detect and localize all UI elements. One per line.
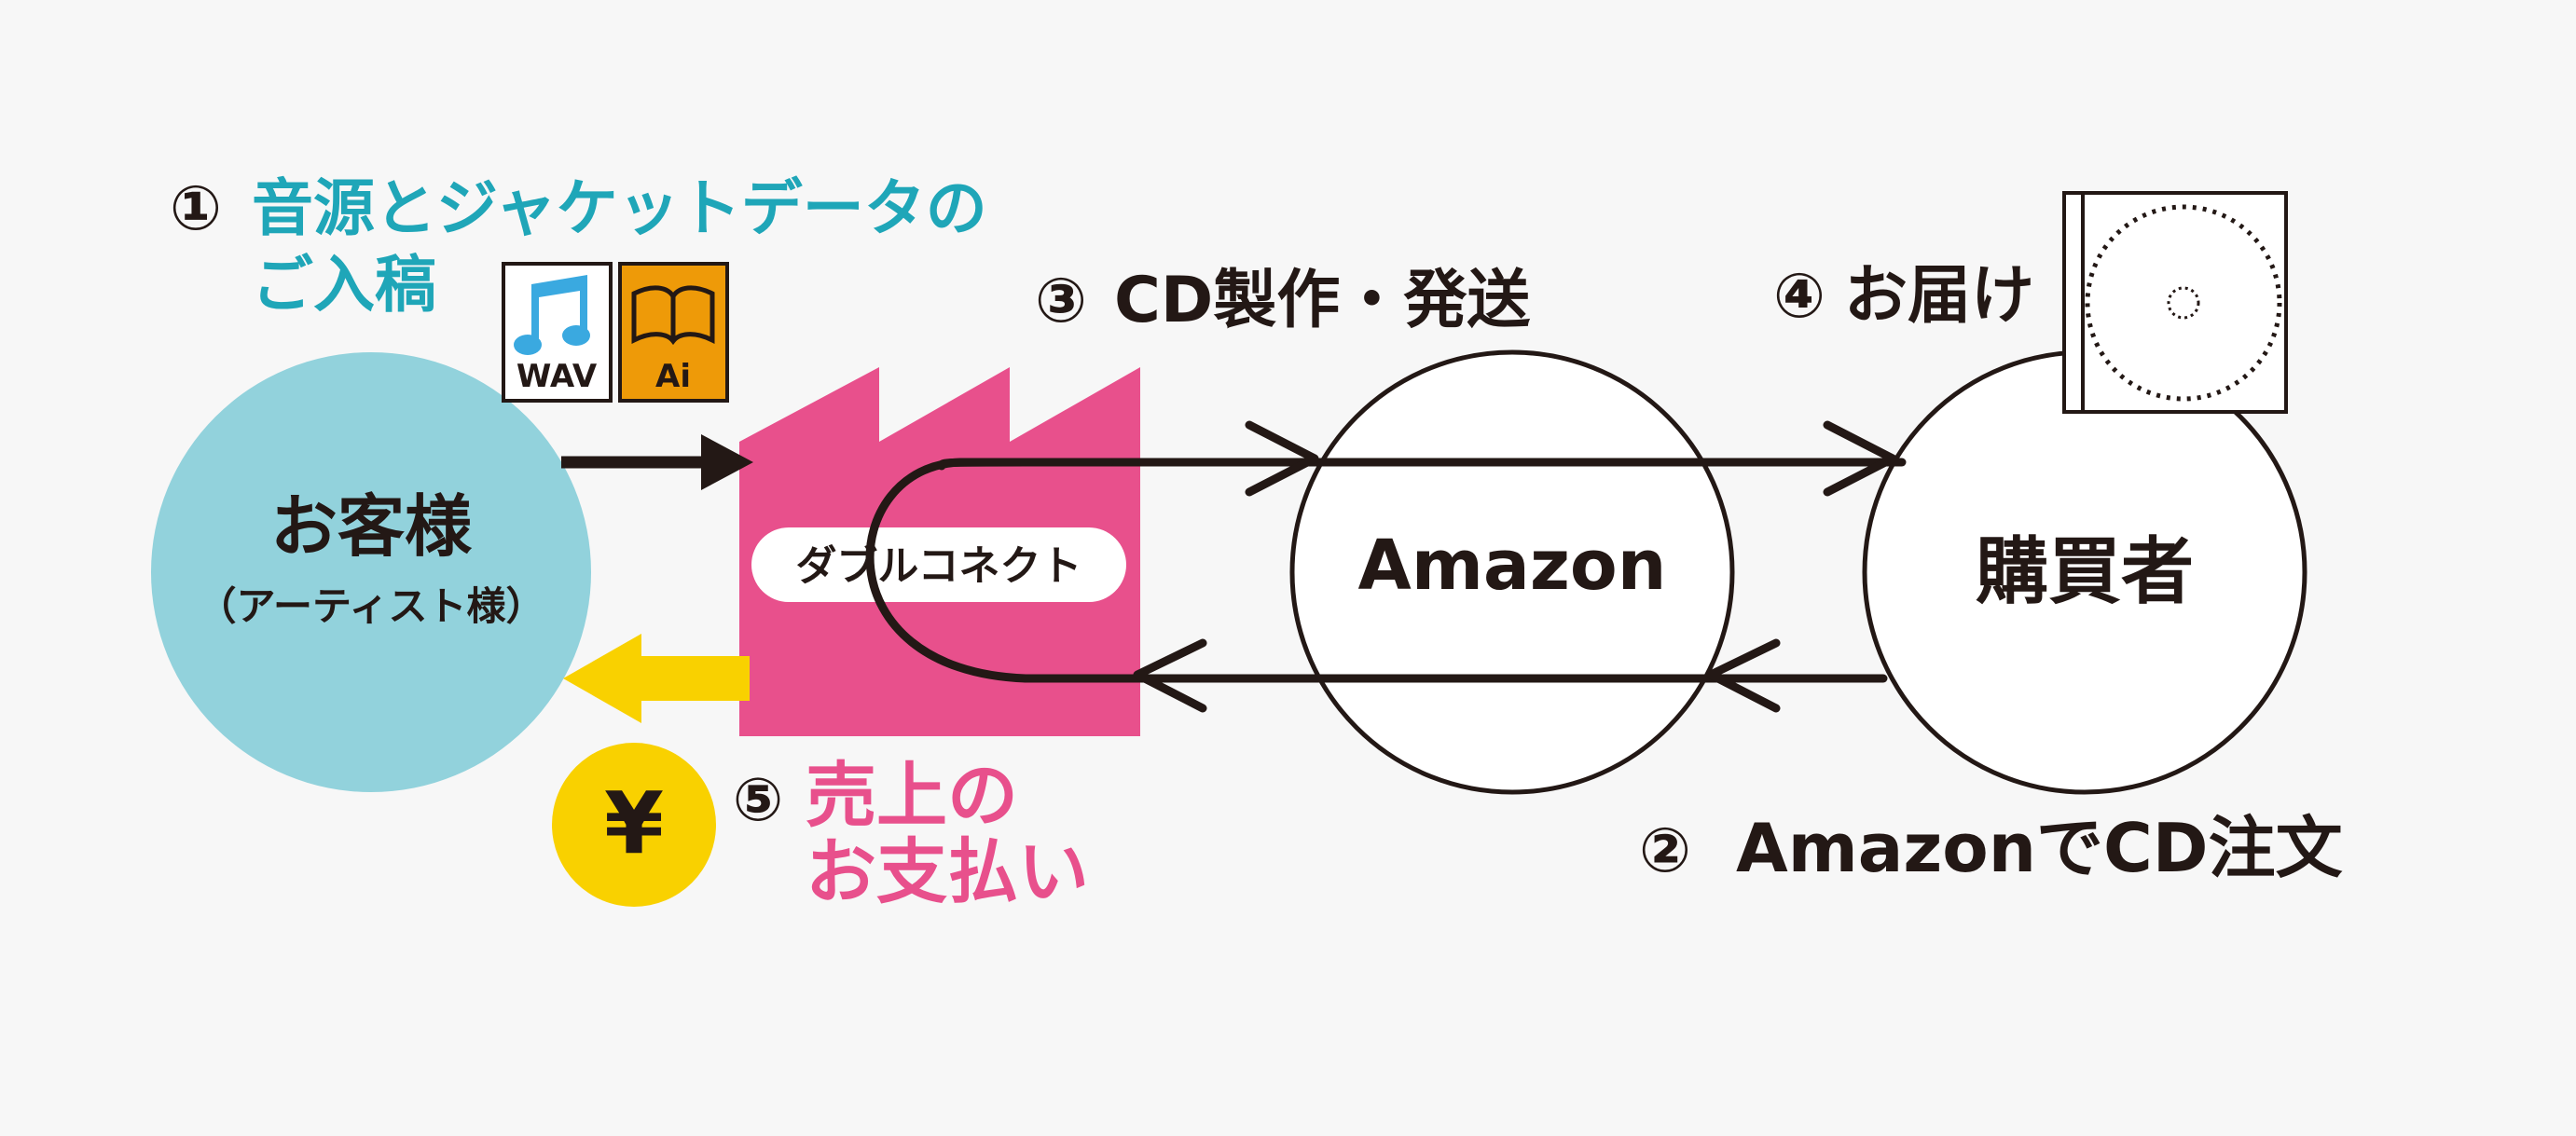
step-5-line2: お支払い (806, 830, 1089, 913)
step-4-number: ④ (1773, 260, 1825, 332)
arrow-upload (561, 434, 753, 490)
yen-coin-icon: ¥ (552, 743, 716, 907)
wav-file-icon: WAV (502, 262, 613, 403)
ai-file-icon: Ai (618, 262, 729, 403)
step-5-payment: ¥ ⑤ 売上の お支払い (552, 743, 1089, 913)
buyer-label: 購買者 (1976, 530, 2194, 614)
customer-subtitle: （アーティスト様） (198, 583, 545, 629)
arrow-payment (563, 634, 750, 723)
step-1-line2: ご入稿 (252, 249, 436, 321)
step-3-text: CD製作・発送 (1114, 264, 1530, 337)
step-1-line1: 音源とジャケットデータの (252, 172, 987, 244)
step-1-upload: ① 音源とジャケットデータの ご入稿 (170, 172, 987, 321)
open-book-icon (631, 285, 715, 346)
arrow-order-loop (865, 420, 1907, 713)
step-5-number: ⑤ (733, 766, 783, 835)
step-4-text: お届け (1844, 259, 2034, 333)
step-1-number: ① (170, 172, 222, 244)
step-5-line1: 売上の (806, 754, 1018, 837)
factory-label: ダブルコネクト (795, 542, 1081, 590)
step-2-number: ② (1639, 814, 1691, 886)
yen-label: ¥ (604, 773, 664, 873)
step-2-order: ② AmazonでCD注文 (1639, 809, 2343, 887)
step-3-number: ③ (1035, 265, 1087, 336)
customer-name: お客様 (270, 487, 473, 566)
customer-node: お客様 （アーティスト様） (151, 352, 591, 792)
cd-case-icon (2062, 191, 2288, 414)
amazon-node: Amazon (1289, 349, 1735, 795)
music-note-icon (514, 275, 590, 355)
amazon-label: Amazon (1358, 526, 1667, 606)
buyer-node: 購買者 (1862, 349, 2307, 795)
customer-circle (151, 352, 591, 792)
step-2-text: AmazonでCD注文 (1736, 809, 2343, 887)
ai-label: Ai (655, 358, 691, 395)
wav-label: WAV (517, 358, 598, 395)
step-4-delivery: ④ お届け (1773, 259, 2034, 333)
step-3-production: ③ CD製作・発送 (1035, 264, 1530, 337)
factory-label-pill (751, 527, 1126, 602)
